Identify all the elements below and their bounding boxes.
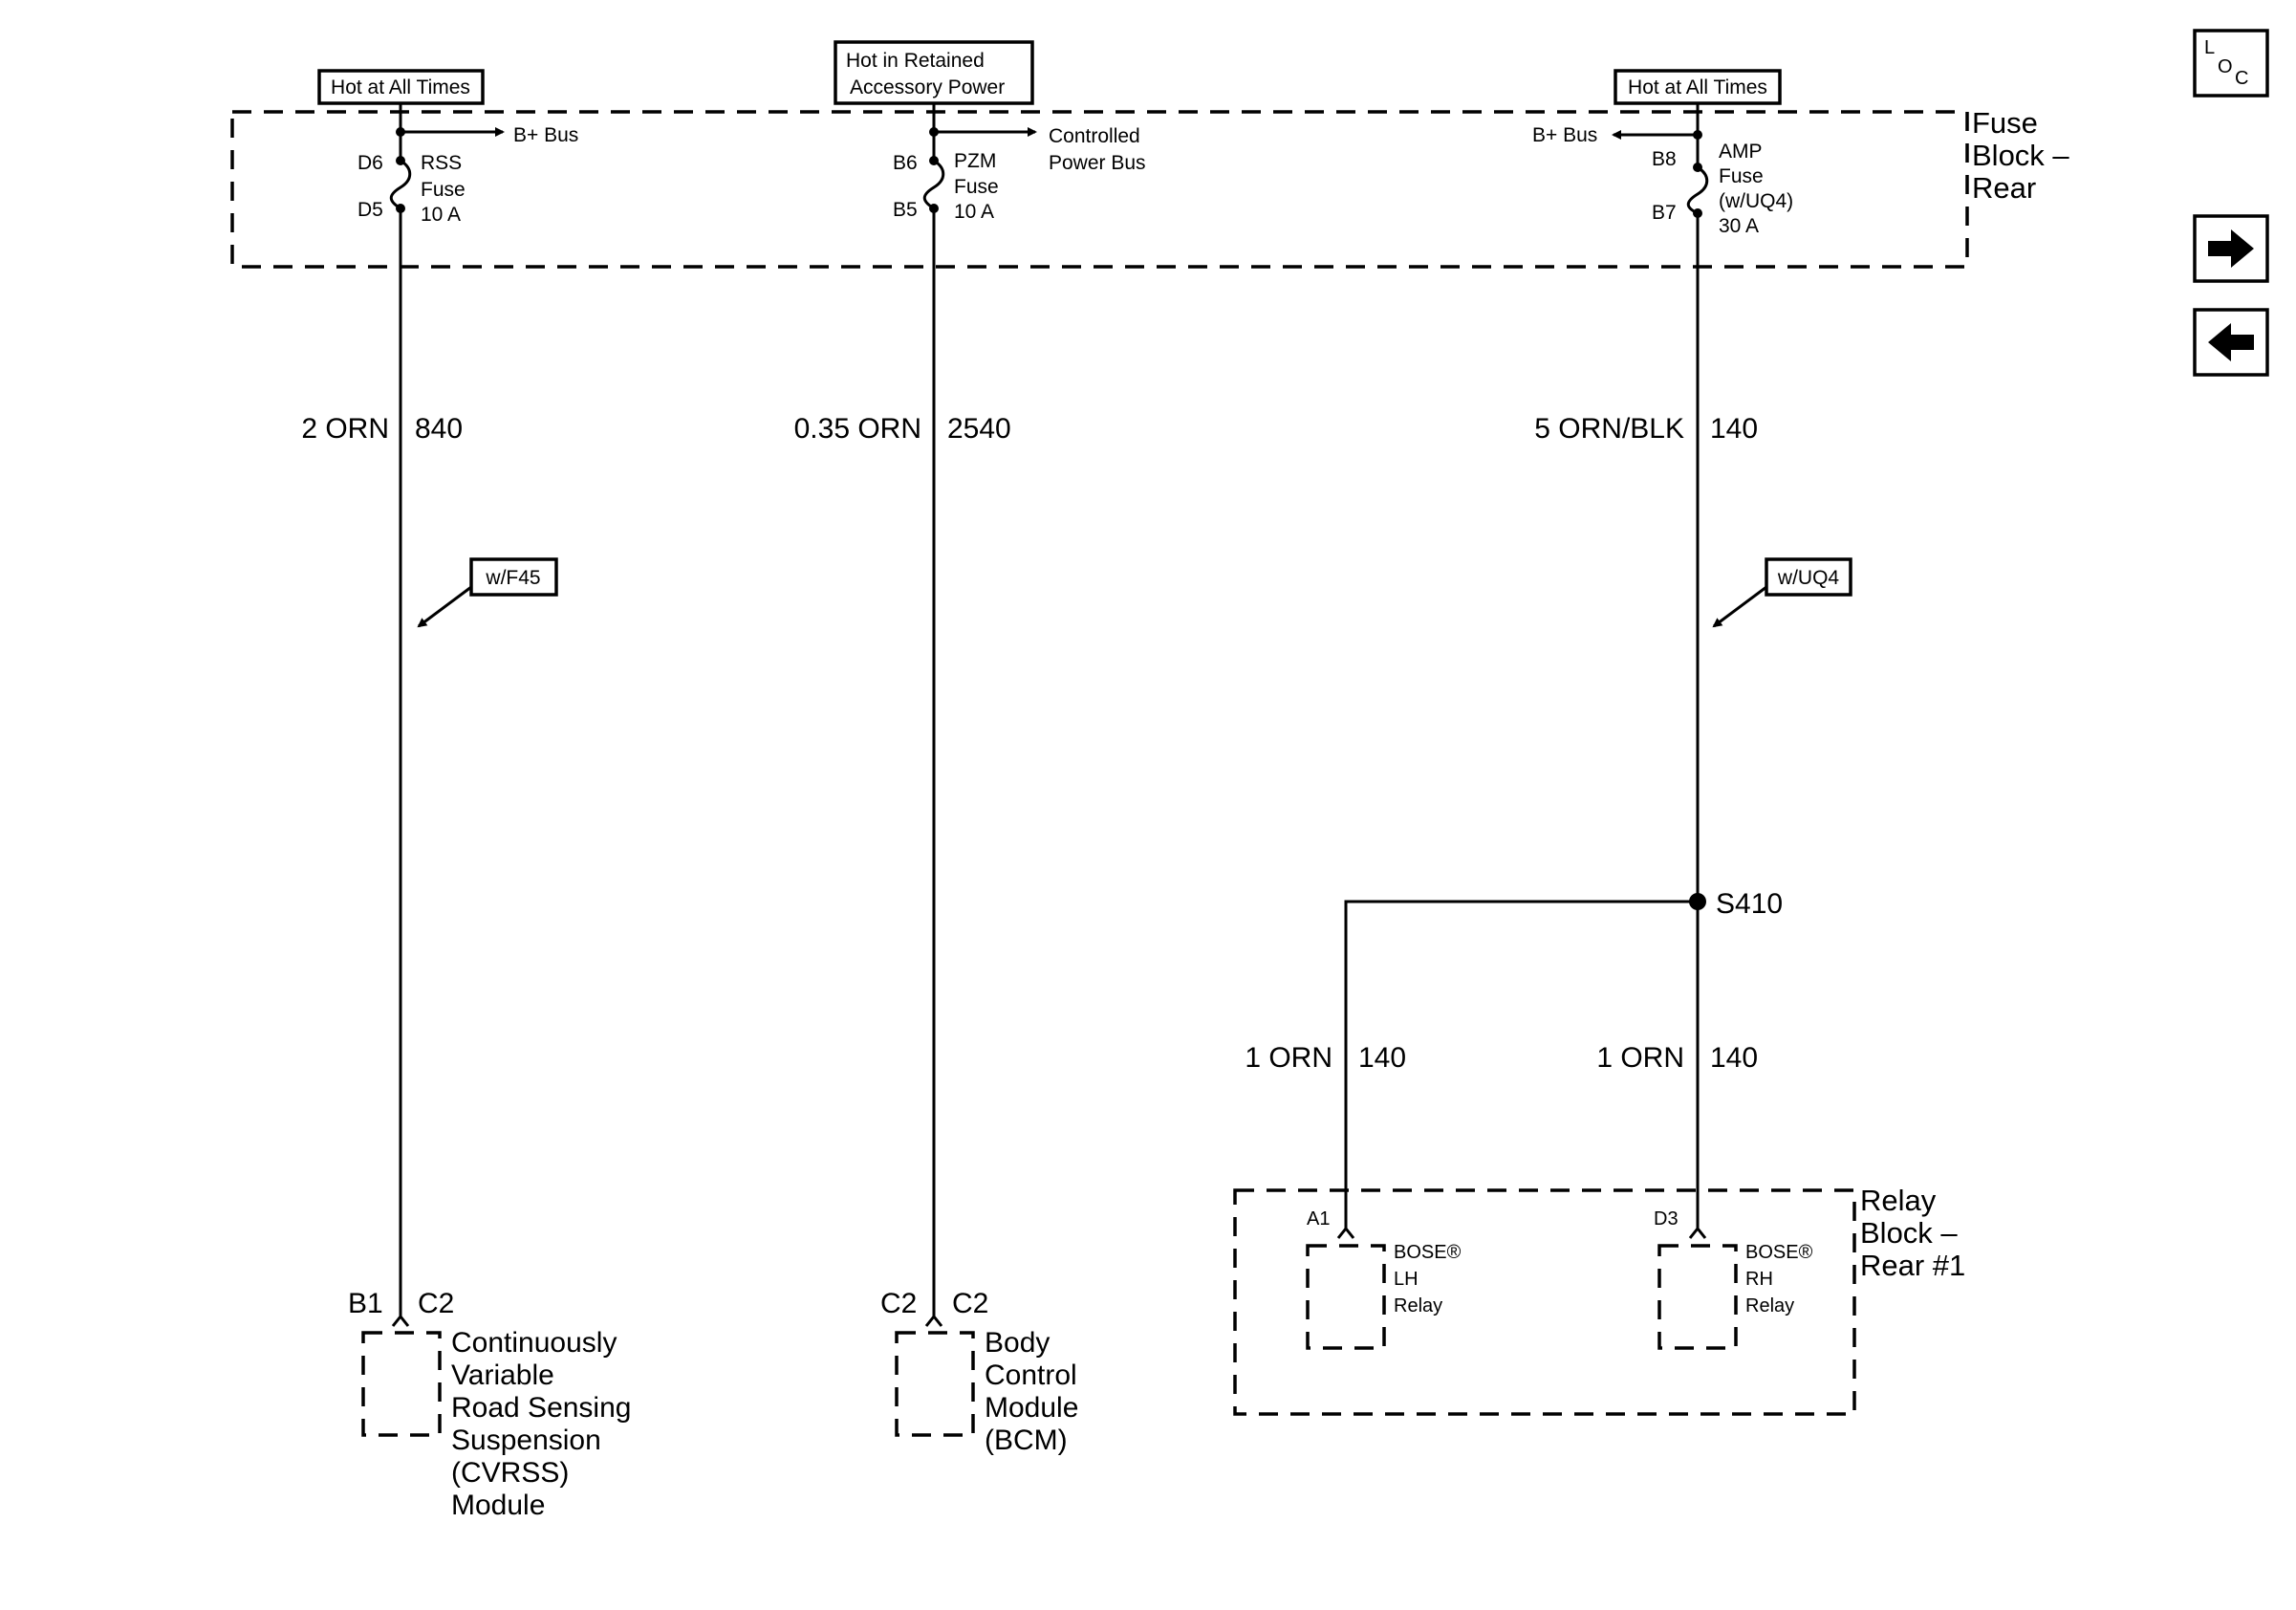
bose-rh-relay: D3 BOSE® RH Relay xyxy=(1654,1208,1818,1350)
controlled-power-bus-label: Controlled Power Bus xyxy=(1049,125,1146,174)
wire-140-lh: 1 ORN 140 xyxy=(1245,1042,1406,1074)
svg-text:A1: A1 xyxy=(1307,1208,1330,1229)
rss-fuse: B+ Bus D6 D5 RSS Fuse 10 A xyxy=(357,112,578,267)
loc-button[interactable]: L O C xyxy=(2193,29,2269,98)
hot-at-all-times-tag-right: Hot at All Times xyxy=(1614,69,1782,105)
svg-text:BOSE® LH Relay: BOSE® LH Relay xyxy=(1394,1242,1466,1316)
svg-text:Continuously Variable: Continuously Variable Road Sensing Suspe… xyxy=(451,1327,639,1521)
svg-text:140: 140 xyxy=(1710,1042,1758,1074)
svg-text:w/UQ4: w/UQ4 xyxy=(1777,567,1840,589)
svg-text:D5: D5 xyxy=(357,199,383,221)
svg-text:w/F45: w/F45 xyxy=(485,567,540,589)
svg-text:AMP Fuse (w/UQ4): AMP Fuse (w/UQ4) 30 A xyxy=(1719,141,1799,237)
svg-text:O: O xyxy=(2218,56,2233,77)
svg-text:B6: B6 xyxy=(893,152,918,174)
svg-text:Body Control Modul: Body Control Module (BCM) xyxy=(985,1327,1087,1456)
option-tag-f45: w/F45 xyxy=(417,557,558,628)
bplus-bus-label-right: B+ Bus xyxy=(1532,124,1597,146)
svg-text:140: 140 xyxy=(1710,413,1758,445)
hot-in-retained-accessory-power-tag: Hot in Retained Accessory Power xyxy=(834,40,1034,105)
splice-s410: S410 xyxy=(1344,888,1783,1230)
svg-text:B1: B1 xyxy=(348,1288,383,1319)
arrow-left-icon xyxy=(2208,323,2254,361)
previous-page-button[interactable] xyxy=(2193,308,2269,377)
svg-text:0.35 ORN: 0.35 ORN xyxy=(794,413,921,445)
svg-text:D3: D3 xyxy=(1654,1208,1679,1229)
fuse-block-rear-outline xyxy=(230,110,1969,269)
body-control-module: C2 C2 Body Control Module (BCM) xyxy=(880,1288,1087,1456)
svg-text:Hot in Retained Accessor: Hot in Retained Accessory Power xyxy=(846,50,1005,98)
svg-text:1 ORN: 1 ORN xyxy=(1596,1042,1684,1074)
svg-text:RSS Fuse 10 A: RSS Fuse 10 A xyxy=(421,152,471,226)
svg-text:C2: C2 xyxy=(418,1288,454,1319)
svg-text:B5: B5 xyxy=(893,199,918,221)
svg-text:PZM Fuse 10 A: PZM Fuse 10 A xyxy=(954,150,1005,223)
next-page-button[interactable] xyxy=(2193,214,2269,283)
hot-at-all-times-tag-left: Hot at All Times xyxy=(317,69,485,105)
svg-text:L: L xyxy=(2204,37,2215,58)
relay-block-label: Relay Block – Rear #1 xyxy=(1860,1184,1965,1282)
svg-text:BOSE® RH Relay: BOSE® RH Relay xyxy=(1745,1242,1818,1316)
cvrss-module: B1 C2 Continuously Variable Road Sensing… xyxy=(348,1288,639,1521)
svg-text:Hot at All Times: Hot at All Times xyxy=(331,76,470,98)
svg-text:1 ORN: 1 ORN xyxy=(1245,1042,1332,1074)
bose-lh-relay: A1 BOSE® LH Relay xyxy=(1306,1208,1466,1350)
svg-text:2540: 2540 xyxy=(947,413,1011,445)
svg-text:D6: D6 xyxy=(357,152,383,174)
bplus-bus-label-left: B+ Bus xyxy=(513,124,578,146)
wire-840: 2 ORN 840 xyxy=(301,267,463,1316)
svg-text:140: 140 xyxy=(1358,1042,1406,1074)
amp-fuse: B+ Bus B8 B7 AMP Fuse (w/UQ4) 30 A xyxy=(1532,112,1799,267)
svg-text:C2: C2 xyxy=(880,1288,917,1319)
svg-text:S410: S410 xyxy=(1716,888,1783,920)
wire-2540: 0.35 ORN 2540 xyxy=(794,267,1011,1316)
svg-text:Hot at All Times: Hot at All Times xyxy=(1628,76,1767,98)
svg-text:C: C xyxy=(2235,68,2248,89)
svg-text:2 ORN: 2 ORN xyxy=(301,413,389,445)
svg-text:840: 840 xyxy=(415,413,463,445)
wire-140-rh: 1 ORN 140 xyxy=(1596,1042,1758,1074)
svg-text:B7: B7 xyxy=(1652,202,1677,224)
arrow-right-icon xyxy=(2208,229,2254,268)
pzm-fuse: Controlled Power Bus B6 B5 PZM Fuse 10 A xyxy=(893,112,1146,267)
wire-140-main: 5 ORN/BLK 140 xyxy=(1534,267,1758,902)
svg-text:5 ORN/BLK: 5 ORN/BLK xyxy=(1534,413,1684,445)
option-tag-uq4: w/UQ4 xyxy=(1712,557,1852,628)
fuse-block-label: Fuse Block – Rear xyxy=(1972,106,2077,205)
svg-text:C2: C2 xyxy=(952,1288,988,1319)
svg-text:B8: B8 xyxy=(1652,148,1677,170)
relay-block-rear-1-outline xyxy=(1233,1188,1856,1416)
